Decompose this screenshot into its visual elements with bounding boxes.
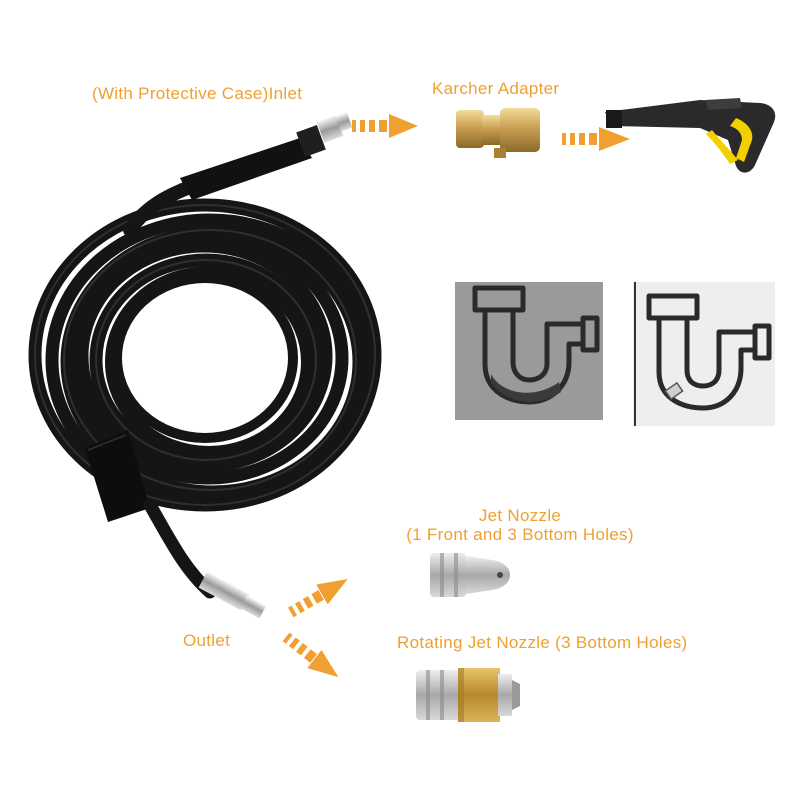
- arrow-icon: [282, 632, 339, 678]
- brass-adapter: [456, 108, 540, 158]
- velcro-strap: [85, 430, 150, 522]
- jet-nozzle: [430, 553, 510, 597]
- inlet-label: (With Protective Case)Inlet: [92, 84, 303, 103]
- jet-nozzle-title: Jet Nozzle: [478, 506, 562, 525]
- karcher-adapter-label: Karcher Adapter: [432, 79, 560, 98]
- cleared-pipe-icon: [633, 282, 775, 426]
- outlet-label: Outlet: [183, 631, 231, 650]
- jet-nozzle-label: Jet Nozzle (1 Front and 3 Bottom Holes): [390, 506, 650, 544]
- rotating-nozzle-label: Rotating Jet Nozzle (3 Bottom Holes): [397, 633, 688, 652]
- outlet-hose: [143, 498, 266, 619]
- rotating-nozzle: [416, 668, 520, 722]
- arrow-icon: [288, 579, 348, 618]
- inlet-hose: [123, 112, 353, 237]
- arrow-icon: [352, 114, 418, 138]
- jet-nozzle-subtitle: (1 Front and 3 Bottom Holes): [406, 524, 634, 544]
- spray-gun: [605, 98, 776, 173]
- arrow-icon: [562, 127, 630, 151]
- clogged-pipe-icon: [455, 282, 603, 420]
